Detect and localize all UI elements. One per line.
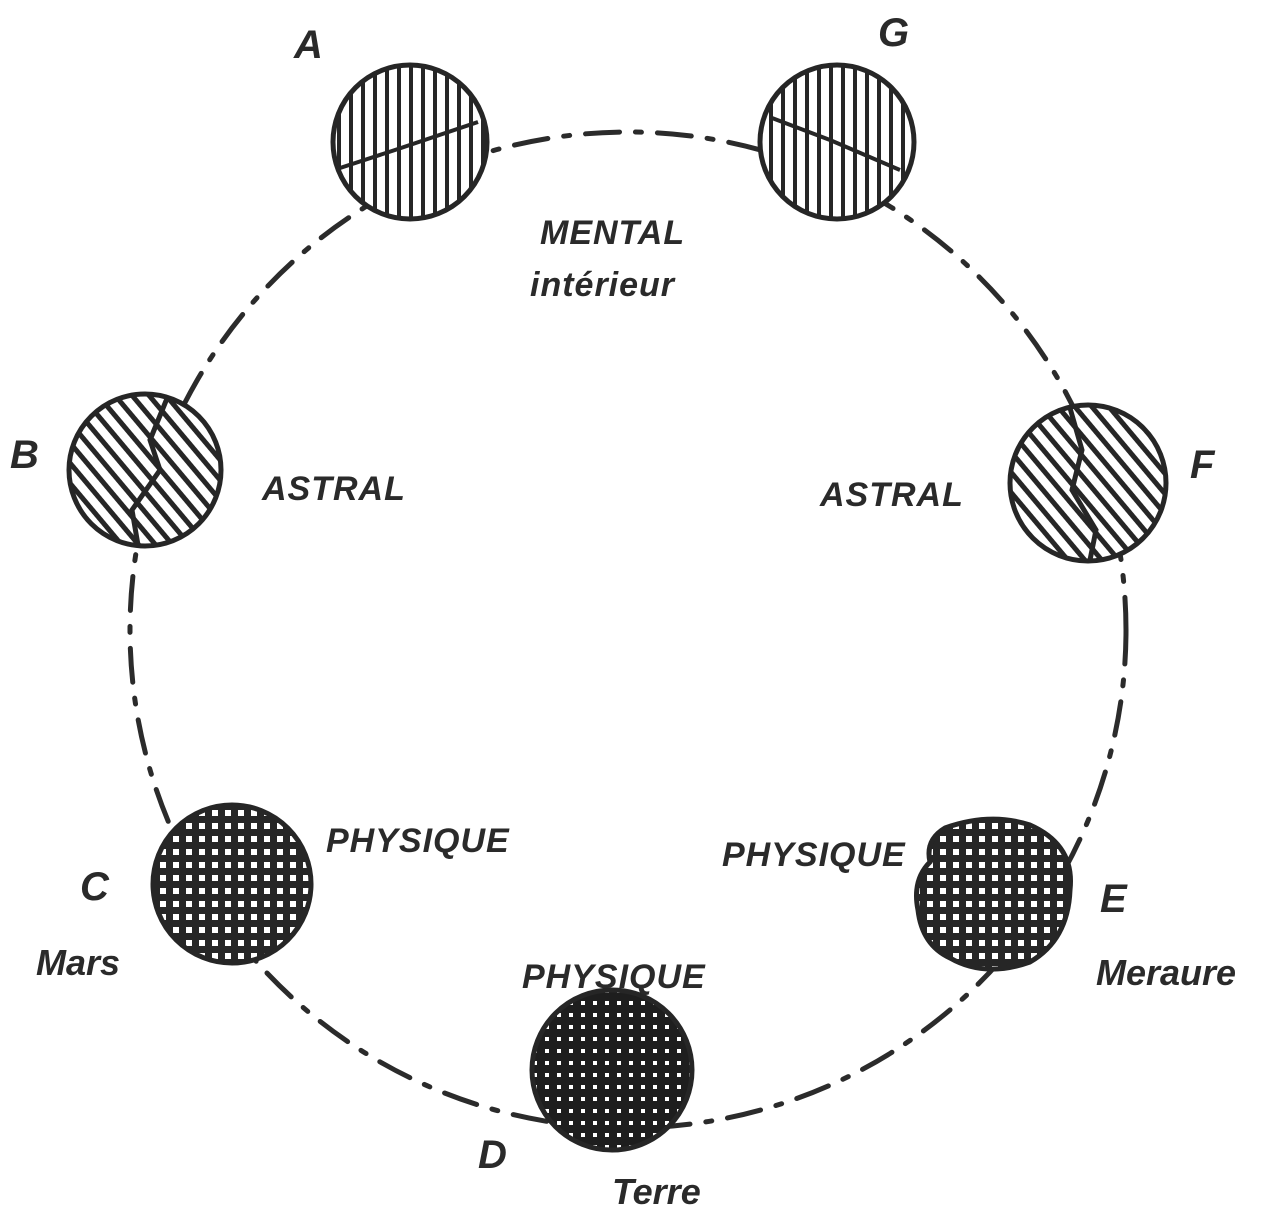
globe-f	[1007, 402, 1169, 564]
globe-letter-a: A	[293, 23, 323, 67]
globe-letter-d: D	[478, 1133, 507, 1177]
globe-d	[529, 987, 695, 1153]
label-meraure: Meraure	[1096, 952, 1236, 993]
label-astral-right: ASTRAL	[819, 476, 964, 514]
globe-letter-g: G	[878, 11, 909, 55]
label-physique-e: PHYSIQUE	[722, 836, 906, 874]
globe-a	[330, 62, 490, 222]
globe-g	[757, 62, 917, 222]
globe-e	[914, 816, 1073, 972]
globe-letter-f: F	[1190, 443, 1216, 487]
globe-letter-c: C	[80, 865, 110, 909]
label-interieur: intérieur	[530, 266, 676, 304]
orbit-ring	[127, 129, 1129, 1131]
label-astral-left: ASTRAL	[261, 470, 406, 508]
label-physique-c: PHYSIQUE	[326, 822, 510, 860]
globe-c	[150, 802, 314, 966]
label-mars: Mars	[36, 942, 120, 983]
label-physique-d: PHYSIQUE	[522, 958, 706, 996]
globe-b	[66, 391, 224, 549]
globe-letter-e: E	[1100, 877, 1128, 921]
label-terre: Terre	[612, 1171, 701, 1211]
label-mental: MENTAL	[540, 214, 685, 252]
globe-letter-b: B	[10, 433, 39, 477]
